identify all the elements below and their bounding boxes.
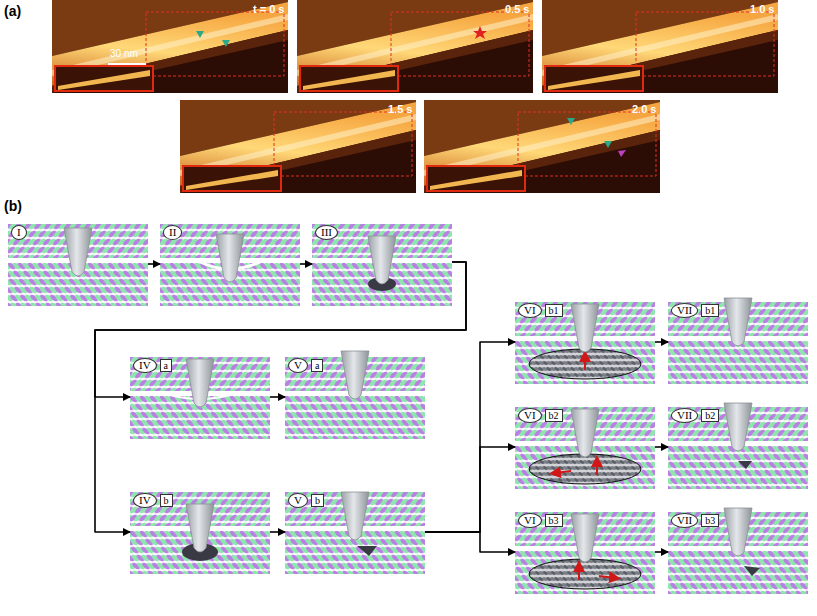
stage-label-row: Va — [288, 358, 323, 373]
stage-label-row: III — [315, 225, 338, 240]
stage-number: VII — [671, 408, 698, 423]
flow-arrow — [655, 446, 668, 448]
branch-letter: a — [160, 359, 172, 372]
stage-panel: II — [160, 222, 300, 306]
stage-number: I — [11, 225, 27, 240]
flow-arrow — [655, 341, 668, 343]
branch-letter: b1 — [701, 304, 719, 317]
flow-arrow — [270, 531, 285, 533]
stage-number: VII — [671, 303, 698, 318]
stage-number: VII — [671, 513, 698, 528]
branch-letter: b1 — [545, 304, 563, 317]
branch-letter: b — [160, 494, 173, 507]
branch-letter: b — [311, 494, 324, 507]
flow-arrow — [270, 396, 285, 398]
stage-label-row: I — [11, 225, 27, 240]
stage-number: V — [288, 493, 308, 508]
branch-letter: b3 — [545, 514, 563, 527]
branch-letter: a — [311, 359, 323, 372]
flow-arrow — [148, 263, 160, 265]
stage-number: III — [315, 225, 338, 240]
stage-panel: I — [8, 222, 148, 306]
panel-letter: (b) — [4, 198, 22, 214]
time-stamp: 1.5 s — [388, 103, 412, 115]
stage-label-row: Vb — [288, 493, 324, 508]
stage-label-row: IVb — [133, 493, 173, 508]
branch-letter: b2 — [701, 409, 719, 422]
stage-panel: VIIb1 — [668, 300, 808, 384]
stage-label-row: VIb1 — [518, 303, 563, 318]
stage-label-row: VIb3 — [518, 513, 563, 528]
stage-panel: IVa — [130, 355, 270, 439]
stage-panel: IVb — [130, 490, 270, 574]
stage-panel: VIb3 — [515, 510, 655, 594]
stage-label-row: VIb2 — [518, 408, 563, 423]
stage-number: V — [288, 358, 308, 373]
stage-panel: VIb2 — [515, 405, 655, 489]
stage-label-row: IVa — [133, 358, 172, 373]
stage-panel: VIIb2 — [668, 405, 808, 489]
stage-number: VI — [518, 303, 542, 318]
time-stamp: 0.5 s — [505, 3, 529, 15]
stage-label-row: VIIb3 — [671, 513, 719, 528]
flow-arrow — [655, 551, 668, 553]
stage-number: VI — [518, 513, 542, 528]
stage-panel: VIIb3 — [668, 510, 808, 594]
scale-bar-label: 30 nm — [110, 48, 138, 59]
flow-arrow — [95, 262, 466, 532]
flow-arrow — [425, 342, 515, 532]
flow-arrow — [425, 447, 515, 532]
time-stamp: 1.0 s — [750, 3, 774, 15]
stage-number: VI — [518, 408, 542, 423]
branch-letter: b2 — [545, 409, 563, 422]
time-stamp: t = 0 s — [253, 3, 285, 15]
time-stamp: 2.0 s — [632, 103, 656, 115]
stage-number: IV — [133, 358, 157, 373]
flow-arrow — [300, 263, 312, 265]
stage-number: IV — [133, 493, 157, 508]
stage-panel: III — [312, 222, 452, 306]
stage-panel: Vb — [285, 490, 425, 574]
stage-label-row: II — [163, 225, 182, 240]
flow-arrow — [425, 532, 515, 552]
branch-letter: b3 — [701, 514, 719, 527]
stage-label-row: VIIb2 — [671, 408, 719, 423]
stage-number: II — [163, 225, 182, 240]
panel-letter: (a) — [4, 3, 21, 19]
stage-panel: Va — [285, 355, 425, 439]
stage-label-row: VIIb1 — [671, 303, 719, 318]
stage-panel: VIb1 — [515, 300, 655, 384]
